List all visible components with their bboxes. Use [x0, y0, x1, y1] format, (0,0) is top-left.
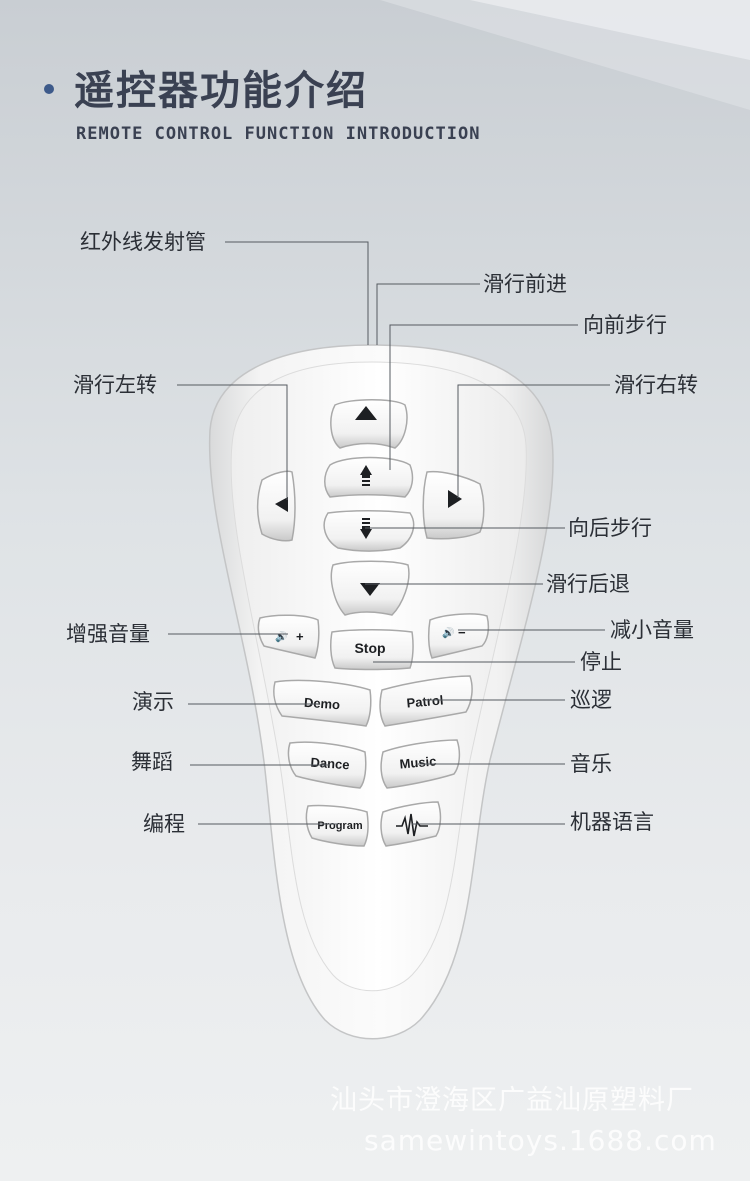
stop-button: Stop	[330, 629, 414, 671]
slide-left-button	[256, 470, 296, 542]
leader-lines	[168, 241, 610, 825]
speaker-icon: 🔊	[442, 626, 454, 639]
dance-button-label: Dance	[310, 755, 350, 773]
label-slide-backward: 滑行后退	[546, 572, 630, 596]
background-decoration	[470, 0, 750, 60]
label-volume-down: 减小音量	[610, 618, 694, 642]
slide-forward-button	[330, 399, 408, 449]
label-patrol: 巡逻	[570, 688, 612, 712]
waveform-icon	[396, 813, 428, 837]
page-subtitle: REMOTE CONTROL FUNCTION INTRODUCTION	[76, 124, 481, 144]
slide-backward-button	[330, 560, 410, 616]
label-program: 编程	[143, 812, 185, 836]
label-slide-left: 滑行左转	[73, 373, 157, 397]
demo-button-label: Demo	[303, 695, 340, 712]
volume-down-button: 🔊 −	[427, 613, 490, 659]
music-button: Music	[380, 739, 461, 789]
volume-up-button: 🔊 +	[257, 614, 320, 659]
patrol-button: Patrol	[379, 675, 473, 727]
volume-down-label: −	[458, 625, 466, 640]
label-step-backward: 向后步行	[568, 516, 652, 540]
music-button-label: Music	[399, 753, 437, 771]
label-slide-right: 滑行右转	[614, 373, 698, 397]
label-volume-up: 增强音量	[66, 622, 150, 646]
title-bullet	[44, 84, 54, 94]
volume-up-label: +	[296, 629, 304, 644]
stop-button-label: Stop	[354, 640, 385, 656]
page-title: 遥控器功能介绍	[74, 68, 368, 114]
label-ir-emitter: 红外线发射管	[80, 230, 206, 254]
program-button-label: Program	[317, 820, 362, 832]
label-music: 音乐	[570, 752, 612, 776]
patrol-button-label: Patrol	[406, 692, 444, 710]
watermark-url: samewintoys.1688.com	[364, 1124, 717, 1157]
step-backward-button	[323, 510, 415, 552]
program-button: Program	[305, 804, 369, 847]
step-forward-button	[324, 456, 414, 498]
slide-right-button	[422, 470, 485, 540]
label-slide-forward: 滑行前进	[483, 272, 567, 296]
speaker-icon: 🔊	[275, 630, 287, 643]
label-dance: 舞蹈	[131, 750, 173, 774]
label-demo: 演示	[132, 690, 174, 714]
robot-language-button	[380, 801, 442, 847]
label-robot-language: 机器语言	[570, 810, 654, 834]
demo-button: Demo	[273, 679, 372, 727]
label-step-forward: 向前步行	[583, 313, 667, 337]
remote-face	[230, 361, 527, 992]
watermark-company: 汕头市澄海区广益汕原塑料厂	[330, 1085, 694, 1116]
label-stop: 停止	[580, 650, 622, 674]
